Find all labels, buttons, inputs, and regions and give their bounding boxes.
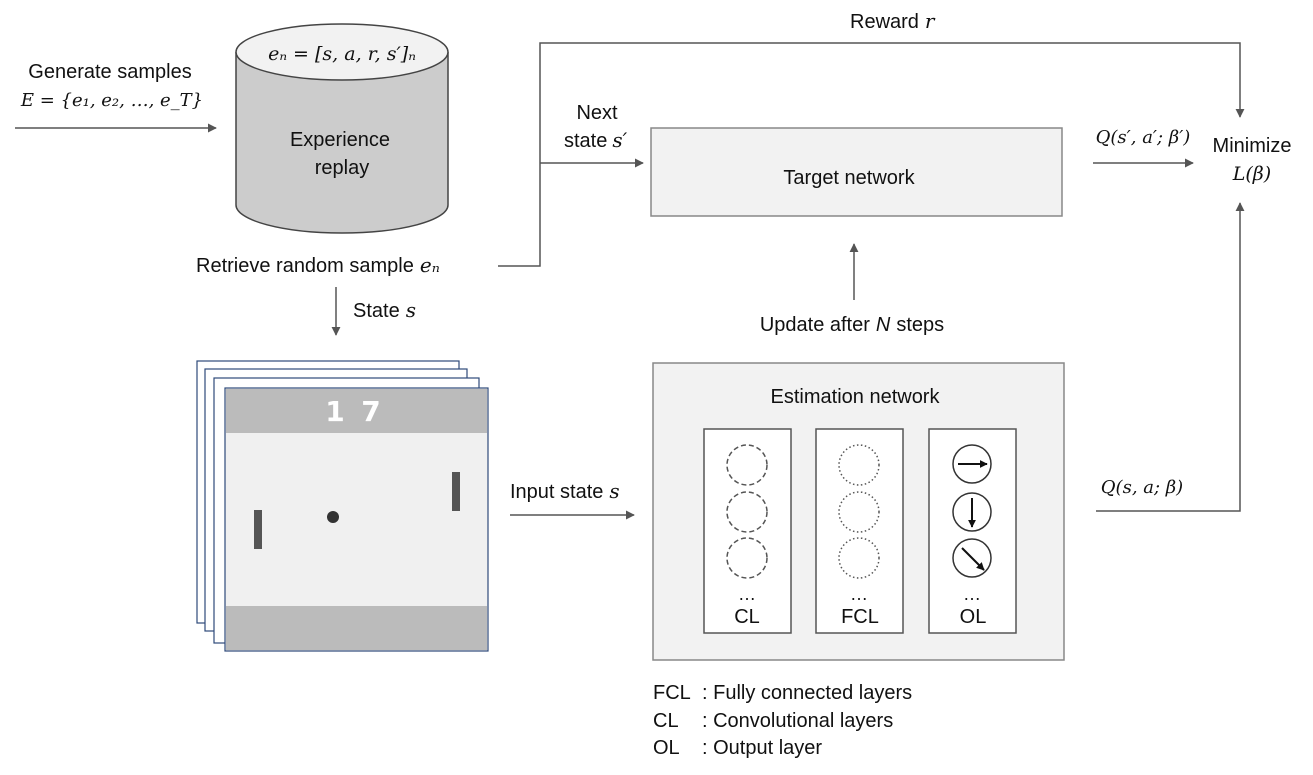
ol-layer-column: … OL	[928, 428, 1017, 634]
target-network-label: Target network	[783, 167, 915, 189]
cl-ellipsis: …	[738, 584, 756, 604]
game-score-left: 1	[325, 395, 344, 428]
q-estimate-arrow	[1096, 202, 1245, 512]
fcl-label: FCL	[841, 606, 879, 628]
fcl-layer-column: … FCL	[815, 428, 904, 634]
left-paddle	[254, 510, 262, 549]
cl-layer-column: … CL	[703, 428, 792, 634]
q-target-formula: Q(s′, a′; β′)	[1096, 127, 1191, 148]
minimize-label: Minimize	[1213, 135, 1292, 157]
legend-abbr-ol: OL	[653, 737, 680, 759]
loss-formula: L(β)	[1232, 163, 1271, 185]
next-state-label-1: Next	[576, 102, 618, 124]
reward-path-arrow	[498, 42, 1245, 267]
fcl-node	[838, 491, 880, 533]
fcl-node	[838, 444, 880, 486]
legend-text-fcl: : Fully connected layers	[702, 682, 912, 704]
cl-node	[726, 537, 768, 579]
cl-node	[726, 444, 768, 486]
right-paddle	[452, 472, 460, 511]
q-estimate-formula: Q(s, a; β)	[1101, 477, 1183, 498]
experience-replay-cylinder	[235, 23, 449, 234]
ol-ellipsis: …	[963, 584, 981, 604]
experience-replay-label-2: replay	[315, 157, 369, 179]
game-score-right: 7	[361, 395, 380, 428]
cl-label: CL	[734, 606, 760, 628]
cl-node	[726, 491, 768, 533]
ol-label: OL	[960, 606, 987, 628]
generate-samples-label: Generate samples	[28, 61, 191, 83]
game-frame-stack: 1 7	[196, 360, 489, 652]
legend-text-ol: : Output layer	[702, 737, 822, 759]
target-network-box	[650, 127, 1063, 217]
replay-sample-formula: eₙ = [s, a, r, s′]ₙ	[268, 43, 416, 65]
experience-replay-label-1: Experience	[290, 129, 390, 151]
legend-abbr-cl: CL	[653, 710, 679, 732]
legend-abbr-fcl: FCL	[653, 682, 691, 704]
estimation-network-title: Estimation network	[771, 386, 941, 408]
fcl-node	[838, 537, 880, 579]
game-score-bar	[226, 389, 487, 433]
generate-samples-formula: E = {e₁, e₂, …, e_T}	[20, 90, 203, 111]
legend: FCL : Fully connected layers CL : Convol…	[653, 682, 912, 759]
diagonal-arrow-icon	[961, 547, 985, 571]
fcl-ellipsis: …	[850, 584, 868, 604]
legend-text-cl: : Convolutional layers	[702, 710, 893, 732]
game-ball	[327, 511, 339, 523]
game-bottom-bar	[226, 606, 487, 650]
